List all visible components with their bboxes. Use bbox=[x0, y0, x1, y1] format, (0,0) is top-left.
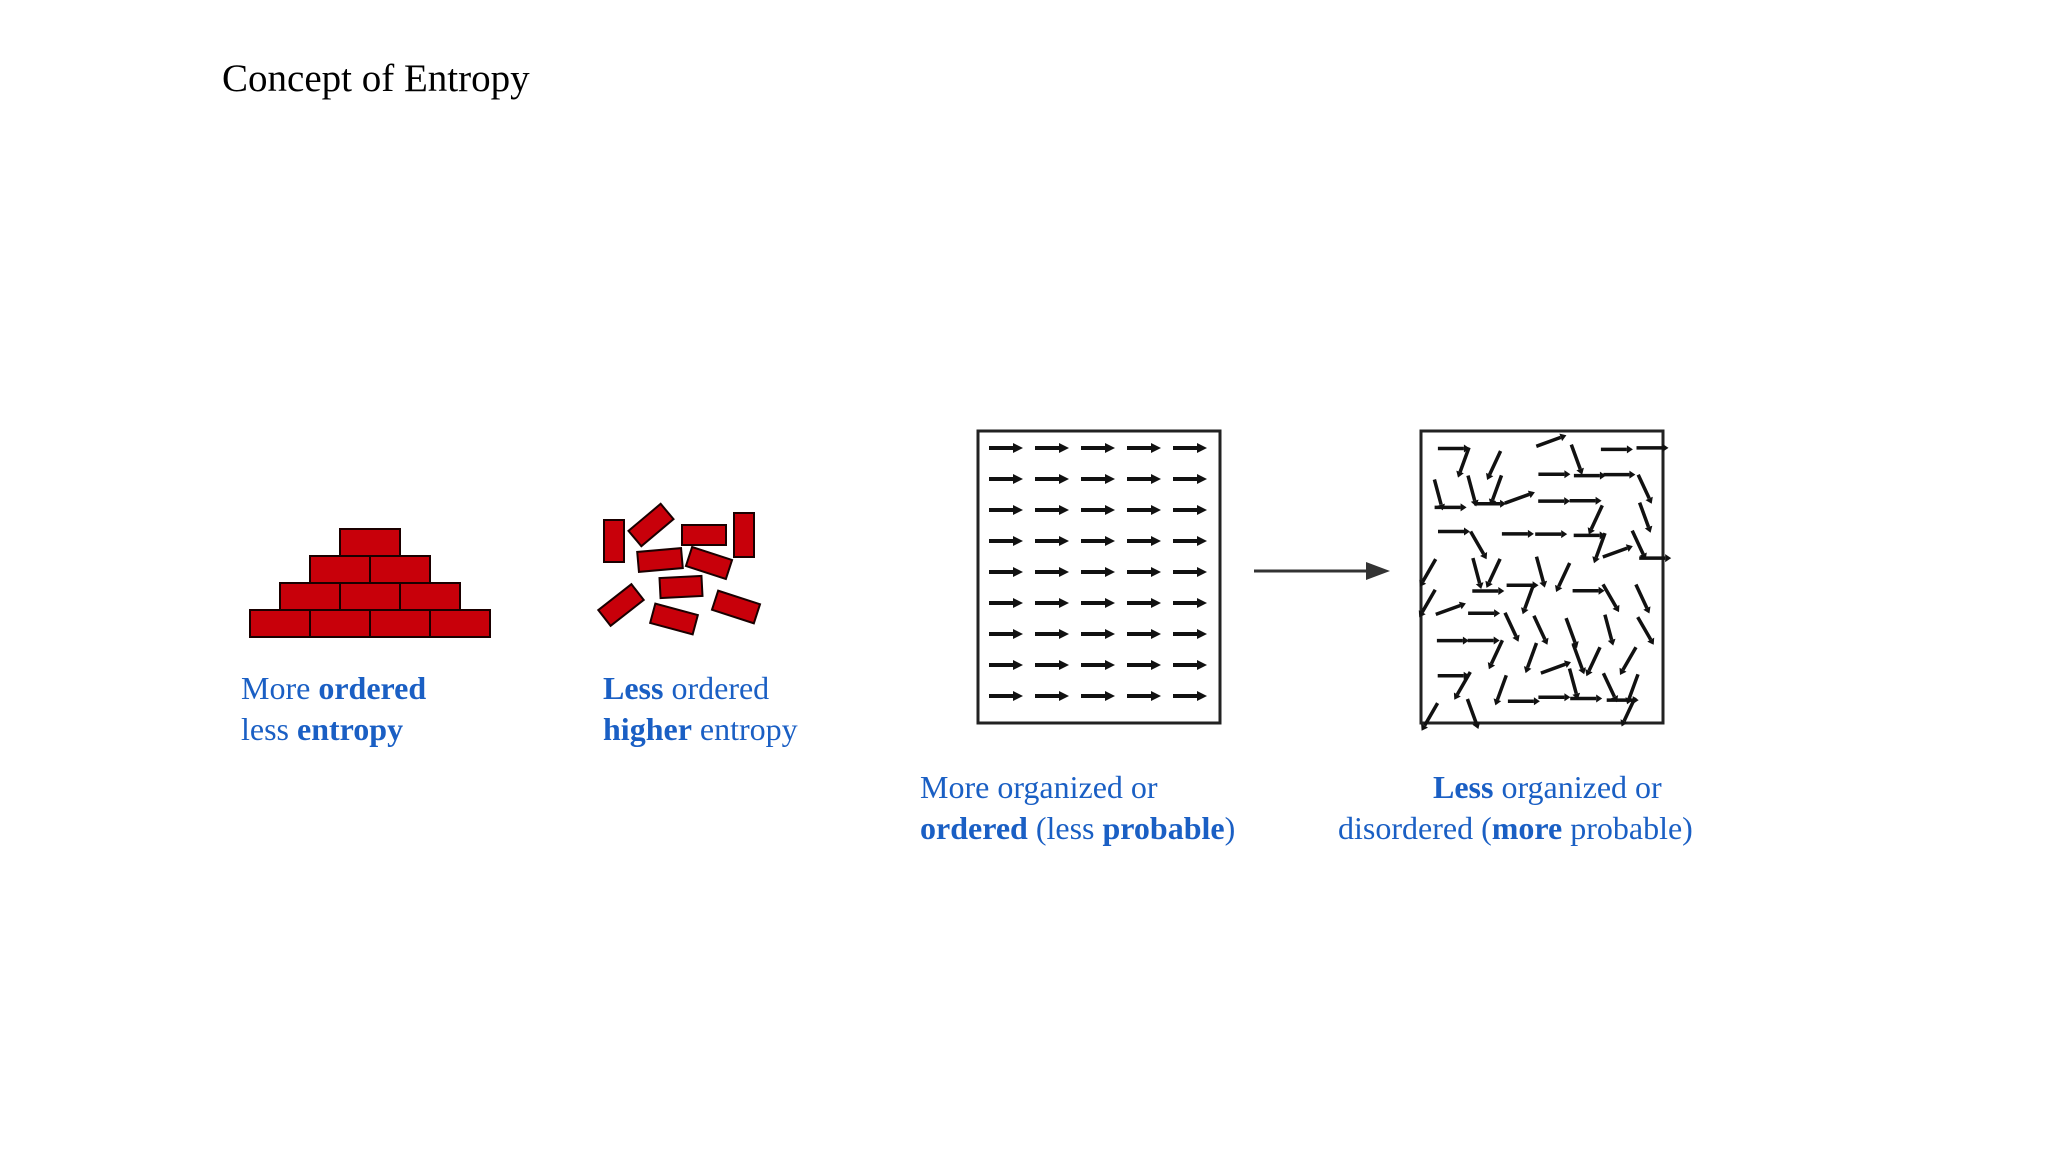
ordered-bricks-pyramid bbox=[245, 522, 505, 642]
brick bbox=[712, 591, 760, 624]
brick bbox=[310, 610, 370, 637]
brick bbox=[650, 604, 698, 635]
ordered-bricks-caption: More ordered less entropy bbox=[241, 668, 426, 750]
disordered-arrows-box bbox=[1418, 428, 1668, 728]
caption-bold-text: ordered bbox=[318, 670, 426, 706]
caption-text: entropy bbox=[692, 711, 798, 747]
arrowhead bbox=[1665, 554, 1671, 562]
transition-arrow-icon bbox=[1252, 556, 1392, 586]
brick bbox=[430, 610, 490, 637]
scattered-bricks bbox=[590, 495, 790, 645]
brick bbox=[637, 548, 683, 572]
caption-text: probable) bbox=[1562, 810, 1693, 846]
brick bbox=[604, 520, 624, 562]
brick bbox=[660, 576, 703, 598]
organized-box-caption: More organized or ordered (less probable… bbox=[920, 767, 1235, 849]
brick bbox=[686, 547, 732, 579]
caption-text: organized or bbox=[1493, 769, 1661, 805]
caption-text: disordered ( bbox=[1338, 810, 1492, 846]
scattered-bricks-caption: Less ordered higher entropy bbox=[603, 668, 798, 750]
organized-arrows-box bbox=[975, 428, 1225, 728]
caption-text: ) bbox=[1225, 810, 1236, 846]
caption-text: (less bbox=[1028, 810, 1103, 846]
arrowhead bbox=[1663, 444, 1669, 452]
caption-bold-text: Less bbox=[603, 670, 663, 706]
brick bbox=[280, 583, 340, 610]
brick bbox=[370, 610, 430, 637]
caption-bold-text: more bbox=[1492, 810, 1562, 846]
caption-text: ordered bbox=[663, 670, 769, 706]
brick bbox=[340, 529, 400, 556]
brick bbox=[310, 556, 370, 583]
brick bbox=[400, 583, 460, 610]
caption-text: More organized or bbox=[920, 767, 1235, 808]
brick bbox=[598, 584, 643, 626]
caption-bold-text: higher bbox=[603, 711, 692, 747]
caption-bold-text: probable bbox=[1102, 810, 1224, 846]
caption-bold-text: ordered bbox=[920, 810, 1028, 846]
brick bbox=[734, 513, 754, 557]
caption-text: More bbox=[241, 670, 318, 706]
caption-bold-text: Less bbox=[1433, 769, 1493, 805]
caption-bold-text: entropy bbox=[297, 711, 403, 747]
brick bbox=[682, 525, 726, 545]
brick bbox=[628, 504, 673, 546]
caption-text: less bbox=[241, 711, 297, 747]
brick bbox=[370, 556, 430, 583]
brick bbox=[250, 610, 310, 637]
brick bbox=[340, 583, 400, 610]
slide-title: Concept of Entropy bbox=[222, 56, 530, 101]
disordered-box-caption: Less organized or disordered (more proba… bbox=[1338, 767, 1693, 849]
